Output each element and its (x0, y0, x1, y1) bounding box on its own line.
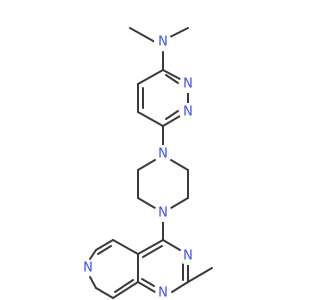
bond-pyridazine-n1-c6-double (165, 110, 179, 120)
atom-label-piperazine-n-bottom: N (158, 206, 168, 221)
atom-pyridine-n: N (79, 259, 97, 277)
atom-label-pyridine-n: N (83, 261, 93, 276)
atom-label-pyrimidine-n1: N (158, 286, 168, 300)
bond-pyrimidine-c2-n1 (171, 281, 189, 293)
bond-pyridine-c4a-c5 (112, 239, 139, 255)
bond-pyridine-n7-c8 (95, 287, 114, 299)
atom-piperazine-n-top: N (154, 145, 172, 163)
atom-layer: N N N N N N N N (79, 33, 197, 300)
bond-piperazine-3 (170, 197, 189, 209)
bond-pyridine-n7-c8-start (89, 276, 97, 289)
bond-pyridazine-c3-n2-double (165, 74, 179, 84)
bond-pyridazine-c4-c3 (137, 69, 164, 85)
atom-label-pyridazine-n1: N (183, 105, 193, 120)
atom-pyrimidine-n3: N (179, 247, 197, 265)
bond-pyridazine-n1-c6 (162, 115, 181, 127)
bond-piperazine-6 (137, 159, 156, 171)
atom-label-pyrimidine-n3: N (183, 249, 193, 264)
molecule-structure: N N N N N N N N (79, 27, 213, 300)
atom-pyridazine-n1: N (179, 103, 197, 121)
atom-label-piperazine-n-top: N (158, 147, 168, 162)
bond-pyridine-c8-c8a (112, 281, 139, 299)
bond-pyrimidine-n1-c8a (137, 281, 156, 293)
atom-pyrimidine-n1: N (155, 286, 171, 300)
atom-n-dimethylamino: N (154, 33, 172, 51)
bond-pyrimidine-c4-n3 (162, 239, 181, 251)
bond-piperazine-1 (170, 159, 189, 171)
bond-piperazine-4 (137, 197, 156, 209)
bond-pyridine-c6-n7 (89, 249, 97, 260)
bond-methyl-left (129, 27, 156, 43)
atom-pyridazine-n2: N (179, 75, 197, 93)
bond-pyridine-c5-c6 (95, 239, 114, 251)
bond-pyridine-c8-c8a-double (114, 279, 134, 293)
bond-methyl-c2 (187, 267, 213, 283)
bond-pyridine-c5-c6-double (97, 245, 112, 255)
bond-pyrimidine-n1-c8a-double (141, 278, 155, 287)
bond-pyridazine-c6-c5 (137, 111, 164, 127)
bond-c4a-c4-double (142, 245, 163, 258)
bond-pyridazine-c3-n2 (162, 69, 181, 80)
bond-c4a-c4 (137, 239, 164, 255)
atom-piperazine-n-bottom: N (154, 204, 172, 222)
atom-label-n-dimethylamino: N (158, 35, 168, 50)
atom-label-pyridazine-n2: N (183, 77, 193, 92)
